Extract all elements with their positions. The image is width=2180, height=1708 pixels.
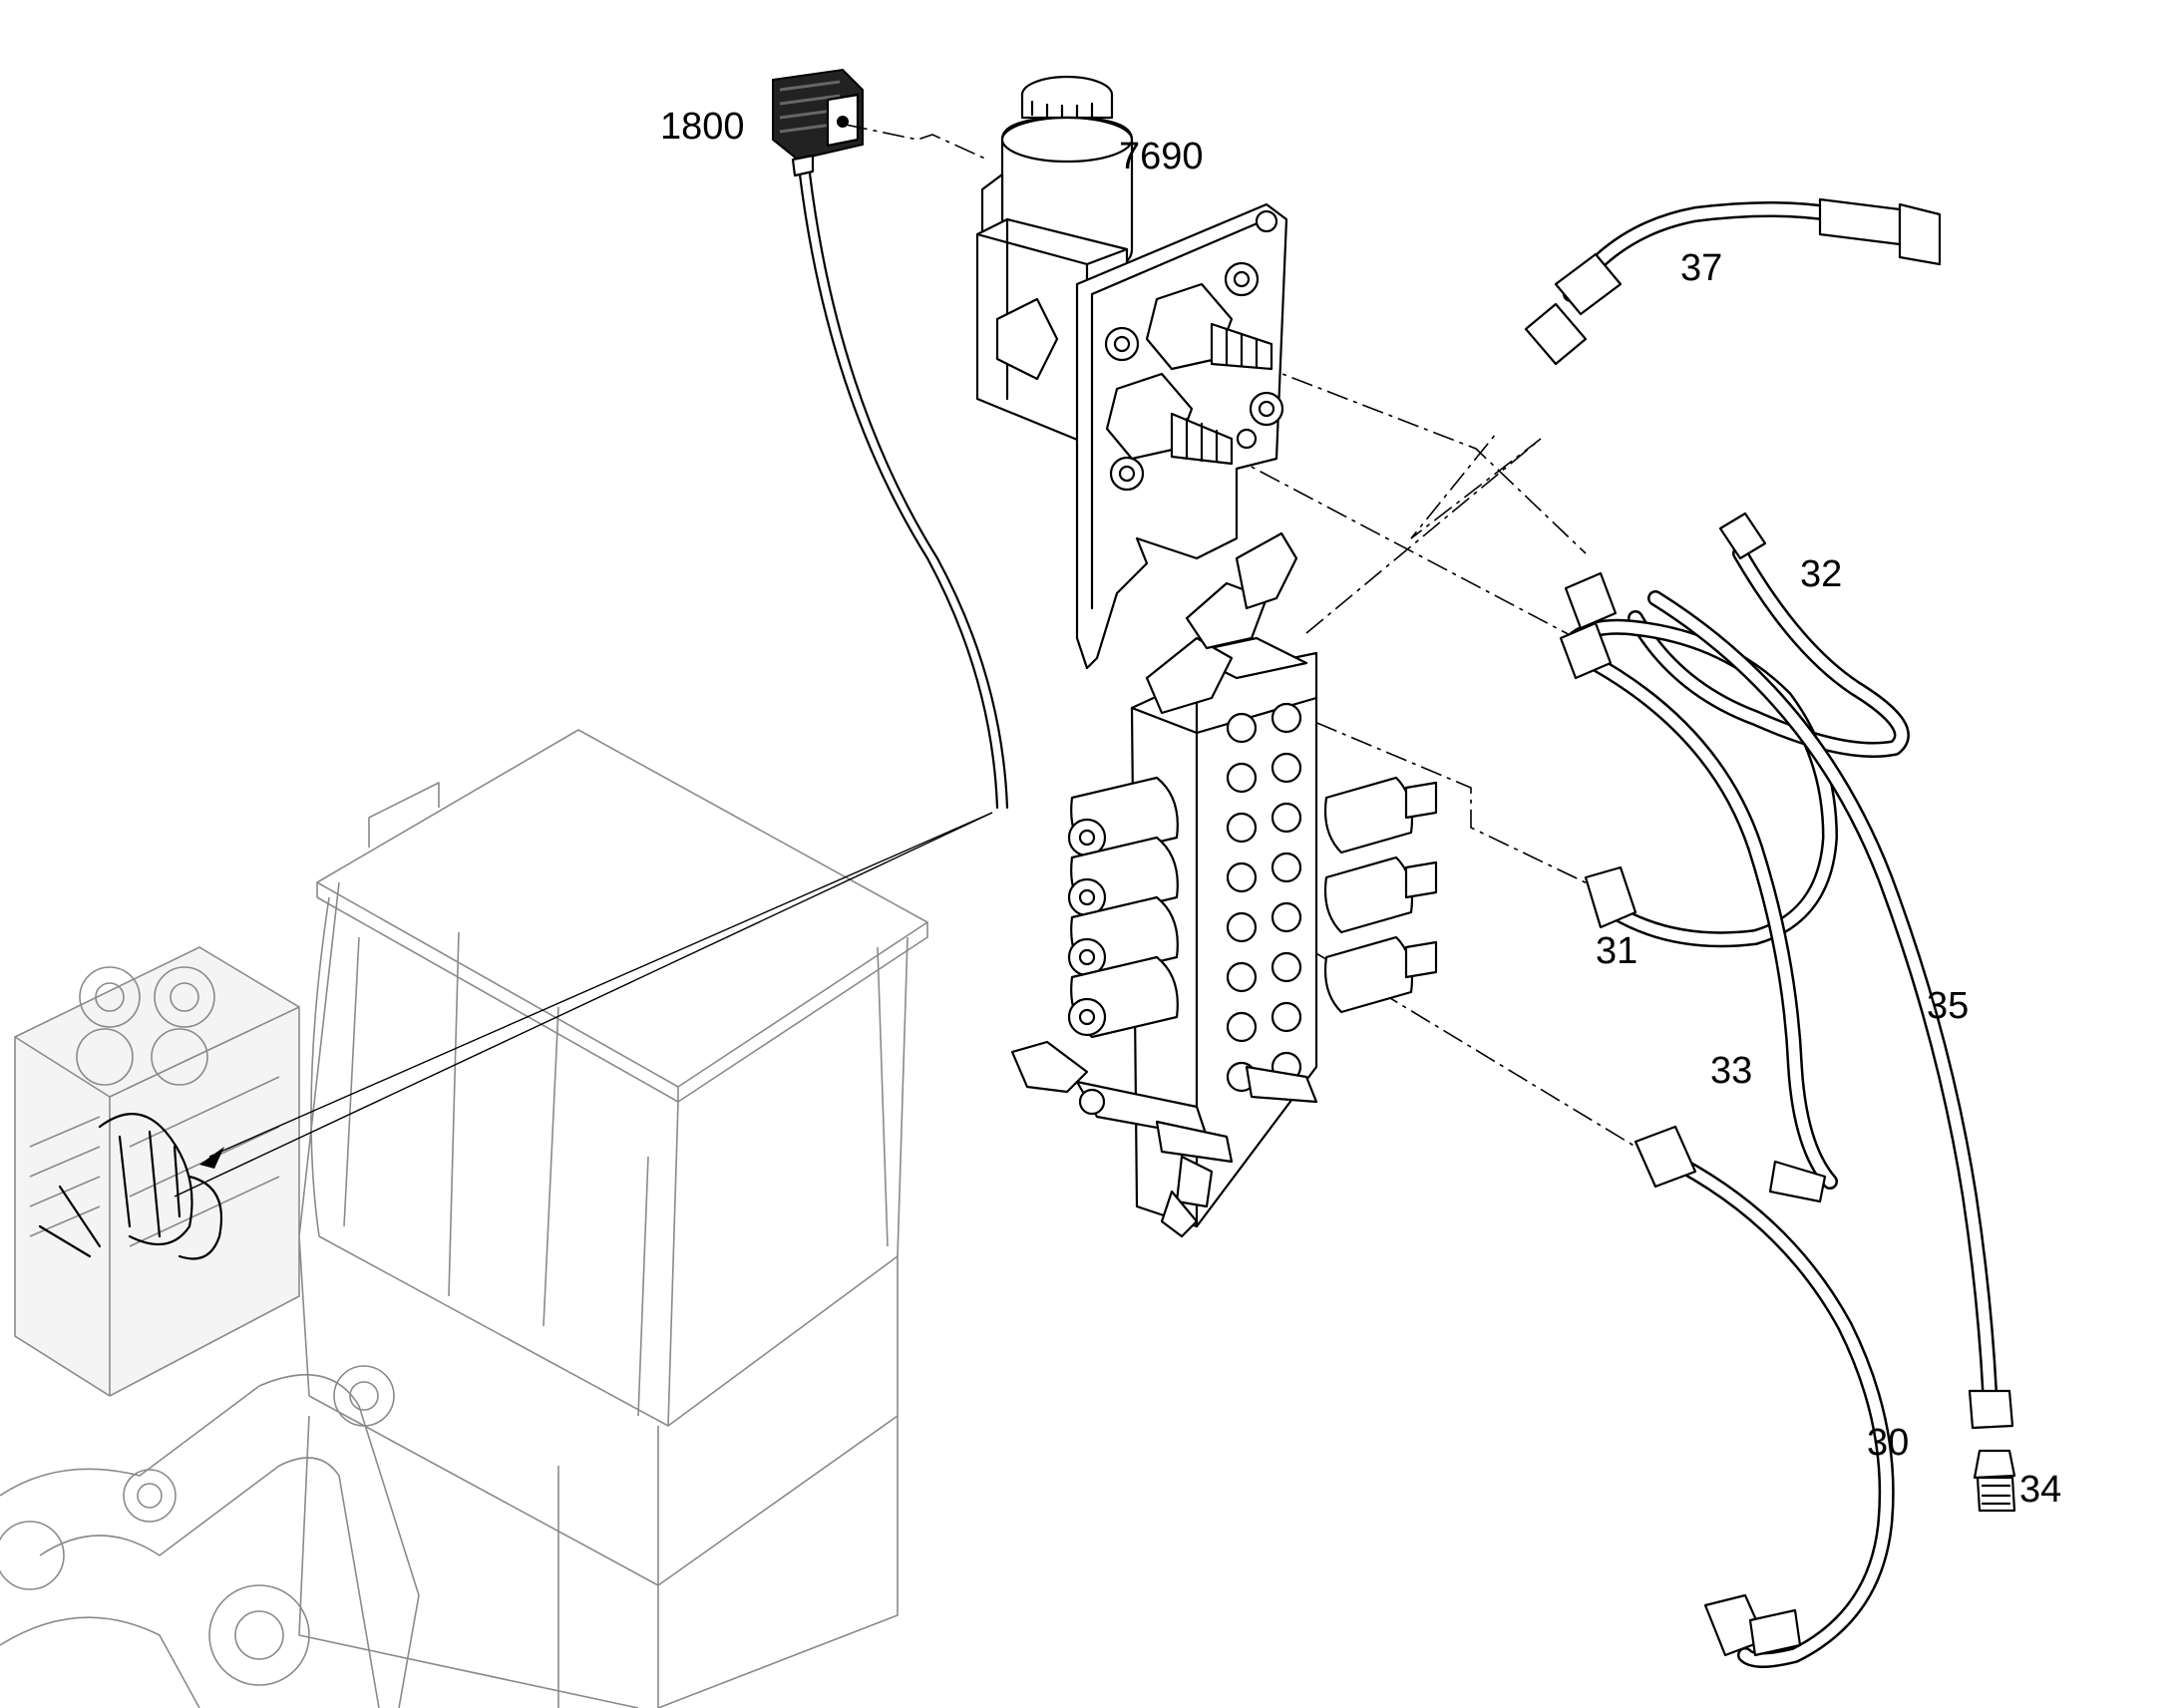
callout-7690: 7690 bbox=[1119, 136, 1204, 177]
callout-32: 32 bbox=[1800, 553, 1843, 595]
callout-30: 30 bbox=[1867, 1422, 1910, 1464]
callout-34: 34 bbox=[2019, 1469, 2062, 1511]
location-pointer-line bbox=[174, 812, 993, 1197]
hose-31-drawing bbox=[1564, 571, 1838, 948]
callout-35: 35 bbox=[1927, 985, 1970, 1027]
callout-33: 33 bbox=[1710, 1050, 1753, 1092]
hose-32-drawing bbox=[1628, 512, 1910, 758]
hose-35-drawing bbox=[1647, 590, 2014, 1430]
hose-37-drawing bbox=[1524, 197, 1942, 366]
machine-context-drawing bbox=[0, 729, 928, 1708]
callout-37: 37 bbox=[1680, 247, 1723, 289]
connector-1800-drawing bbox=[772, 68, 1009, 810]
hose-30-drawing bbox=[1634, 1125, 1895, 1668]
callout-31: 31 bbox=[1596, 930, 1638, 972]
valve-7690-drawing bbox=[975, 75, 1288, 670]
hose-33-drawing bbox=[1559, 621, 1838, 1203]
callout-1800: 1800 bbox=[660, 106, 745, 148]
fitting-34-drawing bbox=[1973, 1449, 2016, 1513]
valve-block-drawing bbox=[1010, 531, 1438, 1238]
